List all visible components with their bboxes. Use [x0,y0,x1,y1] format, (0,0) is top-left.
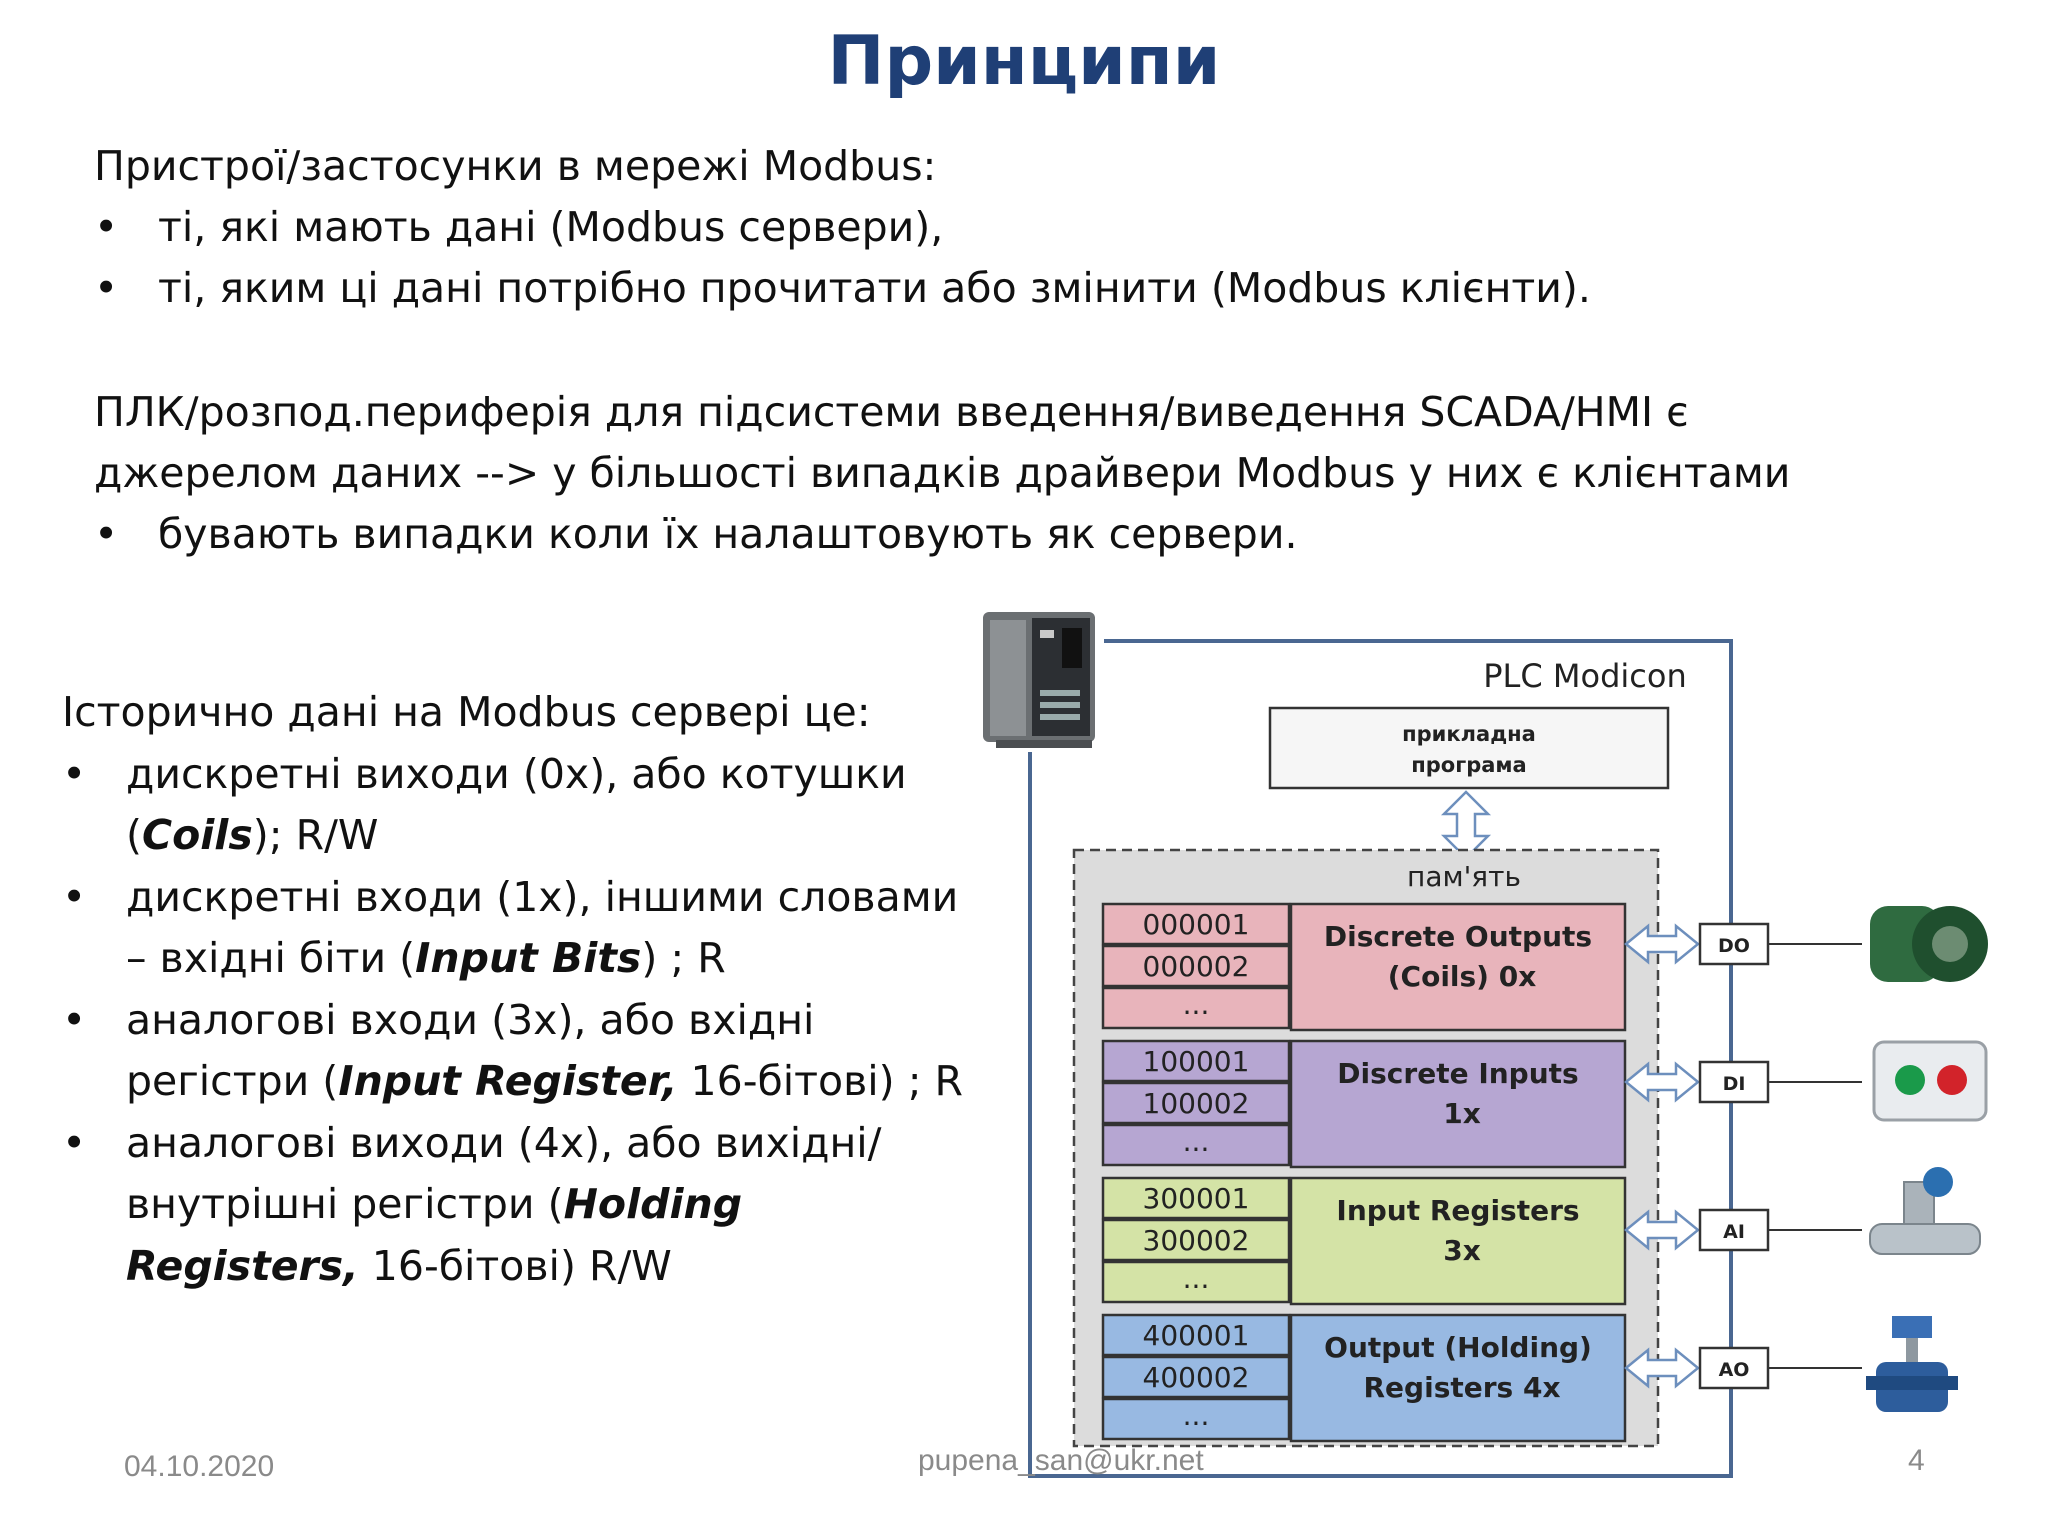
plc-line-2: джерелом даних --> у більшості випадків … [94,449,1791,497]
control-valve-icon [1892,1316,1932,1338]
address-cell [1101,1397,1291,1441]
intro-bullet: •ті, яким ці дані потрібно прочитати або… [94,258,1591,319]
address-cell [1101,1081,1291,1125]
pump-icon [1932,926,1968,962]
bullet-dot: • [94,203,119,251]
register-block-label: Output (Holding) [1324,1331,1592,1364]
address-label: ... [1183,1399,1210,1432]
address-label: ... [1183,1125,1210,1158]
register-block [1289,1313,1627,1443]
plc-device-icon [983,612,1095,748]
register-block-label: 1x [1443,1097,1481,1130]
io-label: DI [1723,1073,1746,1095]
double-arrow-icon [1624,923,1700,965]
io-label: AO [1719,1359,1750,1381]
io-box [1698,922,1770,966]
push-button-box-icon [1872,1040,1988,1122]
flow-meter-icon [1869,1223,1981,1255]
historic-item: •аналогові входи (3x), або вхідні регіст… [62,995,964,1106]
register-block [1289,1176,1627,1306]
intro-block: Пристрої/застосунки в мережі Modbus: •ті… [94,136,1591,319]
slide-title: Принципи [827,22,1221,101]
register-block-label: Registers 4x [1364,1371,1561,1404]
double-arrow-icon [1624,1061,1700,1103]
plc-label: PLC Modicon [1483,657,1686,695]
control-valve-icon [1906,1338,1918,1362]
address-label: 400001 [1143,1319,1250,1352]
address-label: 300001 [1143,1182,1250,1215]
address-label: ... [1183,988,1210,1021]
address-cell [1101,902,1291,946]
plc-line-1: ПЛК/розпод.периферія для підсистеми введ… [94,388,1689,436]
address-cell [1101,1176,1291,1220]
address-label: 000001 [1143,908,1250,941]
address-cell [1101,1313,1291,1357]
intro-heading: Пристрої/застосунки в мережі Modbus: [94,142,937,190]
memory-label: пам'ять [1407,860,1521,893]
double-arrow-icon [1624,1209,1700,1251]
bullet-dot: • [94,264,119,312]
historic-item: •аналогові виходи (4x), або вихідні/внут… [62,1118,882,1290]
address-label: 300002 [1143,1224,1250,1257]
address-cell [1101,1355,1291,1399]
push-button-box-icon [1937,1065,1967,1095]
address-label: ... [1183,1262,1210,1295]
register-block [1289,902,1627,1032]
application-program-label: програма [1411,753,1526,777]
address-cell [1101,1123,1291,1167]
register-block [1289,1039,1627,1169]
historic-heading: Історично дані на Modbus сервері це: [62,688,871,736]
application-program-box [1268,706,1670,790]
address-label: 400002 [1143,1361,1250,1394]
footer-date: 04.10.2020 [124,1450,275,1483]
bullet-dot: • [94,510,119,558]
historic-item: •дискретні входи (1x), іншими словами – … [62,872,959,983]
register-block-label: (Coils) 0x [1388,960,1537,993]
address-cell [1101,1218,1291,1262]
register-block-label: Discrete Inputs [1337,1057,1578,1090]
address-cell [1101,986,1291,1030]
historic-block: Історично дані на Modbus сервері це: •ди… [62,682,982,1297]
footer-email: pupena_san@ukr.net [918,1444,1204,1477]
double-arrow-icon [1624,1347,1700,1389]
historic-item: •дискретні виходи (0x), або котушки (Coi… [62,749,907,860]
address-label: 100002 [1143,1087,1250,1120]
control-valve-icon [1866,1376,1958,1390]
address-cell [1101,1260,1291,1304]
register-block-label: Input Registers [1336,1194,1579,1227]
register-block-label: 3x [1443,1234,1481,1267]
io-label: AI [1723,1221,1745,1243]
address-cell [1101,944,1291,988]
plc-paragraph: ПЛК/розпод.периферія для підсистеми введ… [94,382,1790,565]
footer-page-number: 4 [1908,1444,1925,1477]
plc-frame [1028,639,1733,1478]
address-label: 100001 [1143,1045,1250,1078]
flow-meter-icon [1923,1167,1953,1197]
register-block-label: Discrete Outputs [1324,920,1592,953]
application-program-label: прикладна [1402,722,1536,746]
address-cell [1101,1039,1291,1083]
double-arrow-icon [1440,790,1492,860]
intro-bullet: •ті, які мають дані (Modbus сервери), [94,197,1591,258]
io-box [1698,1346,1770,1390]
plc-bullet: •бувають випадки коли їх налаштовують як… [94,504,1790,565]
push-button-box-icon [1895,1065,1925,1095]
address-label: 000002 [1143,950,1250,983]
io-label: DO [1718,935,1750,957]
